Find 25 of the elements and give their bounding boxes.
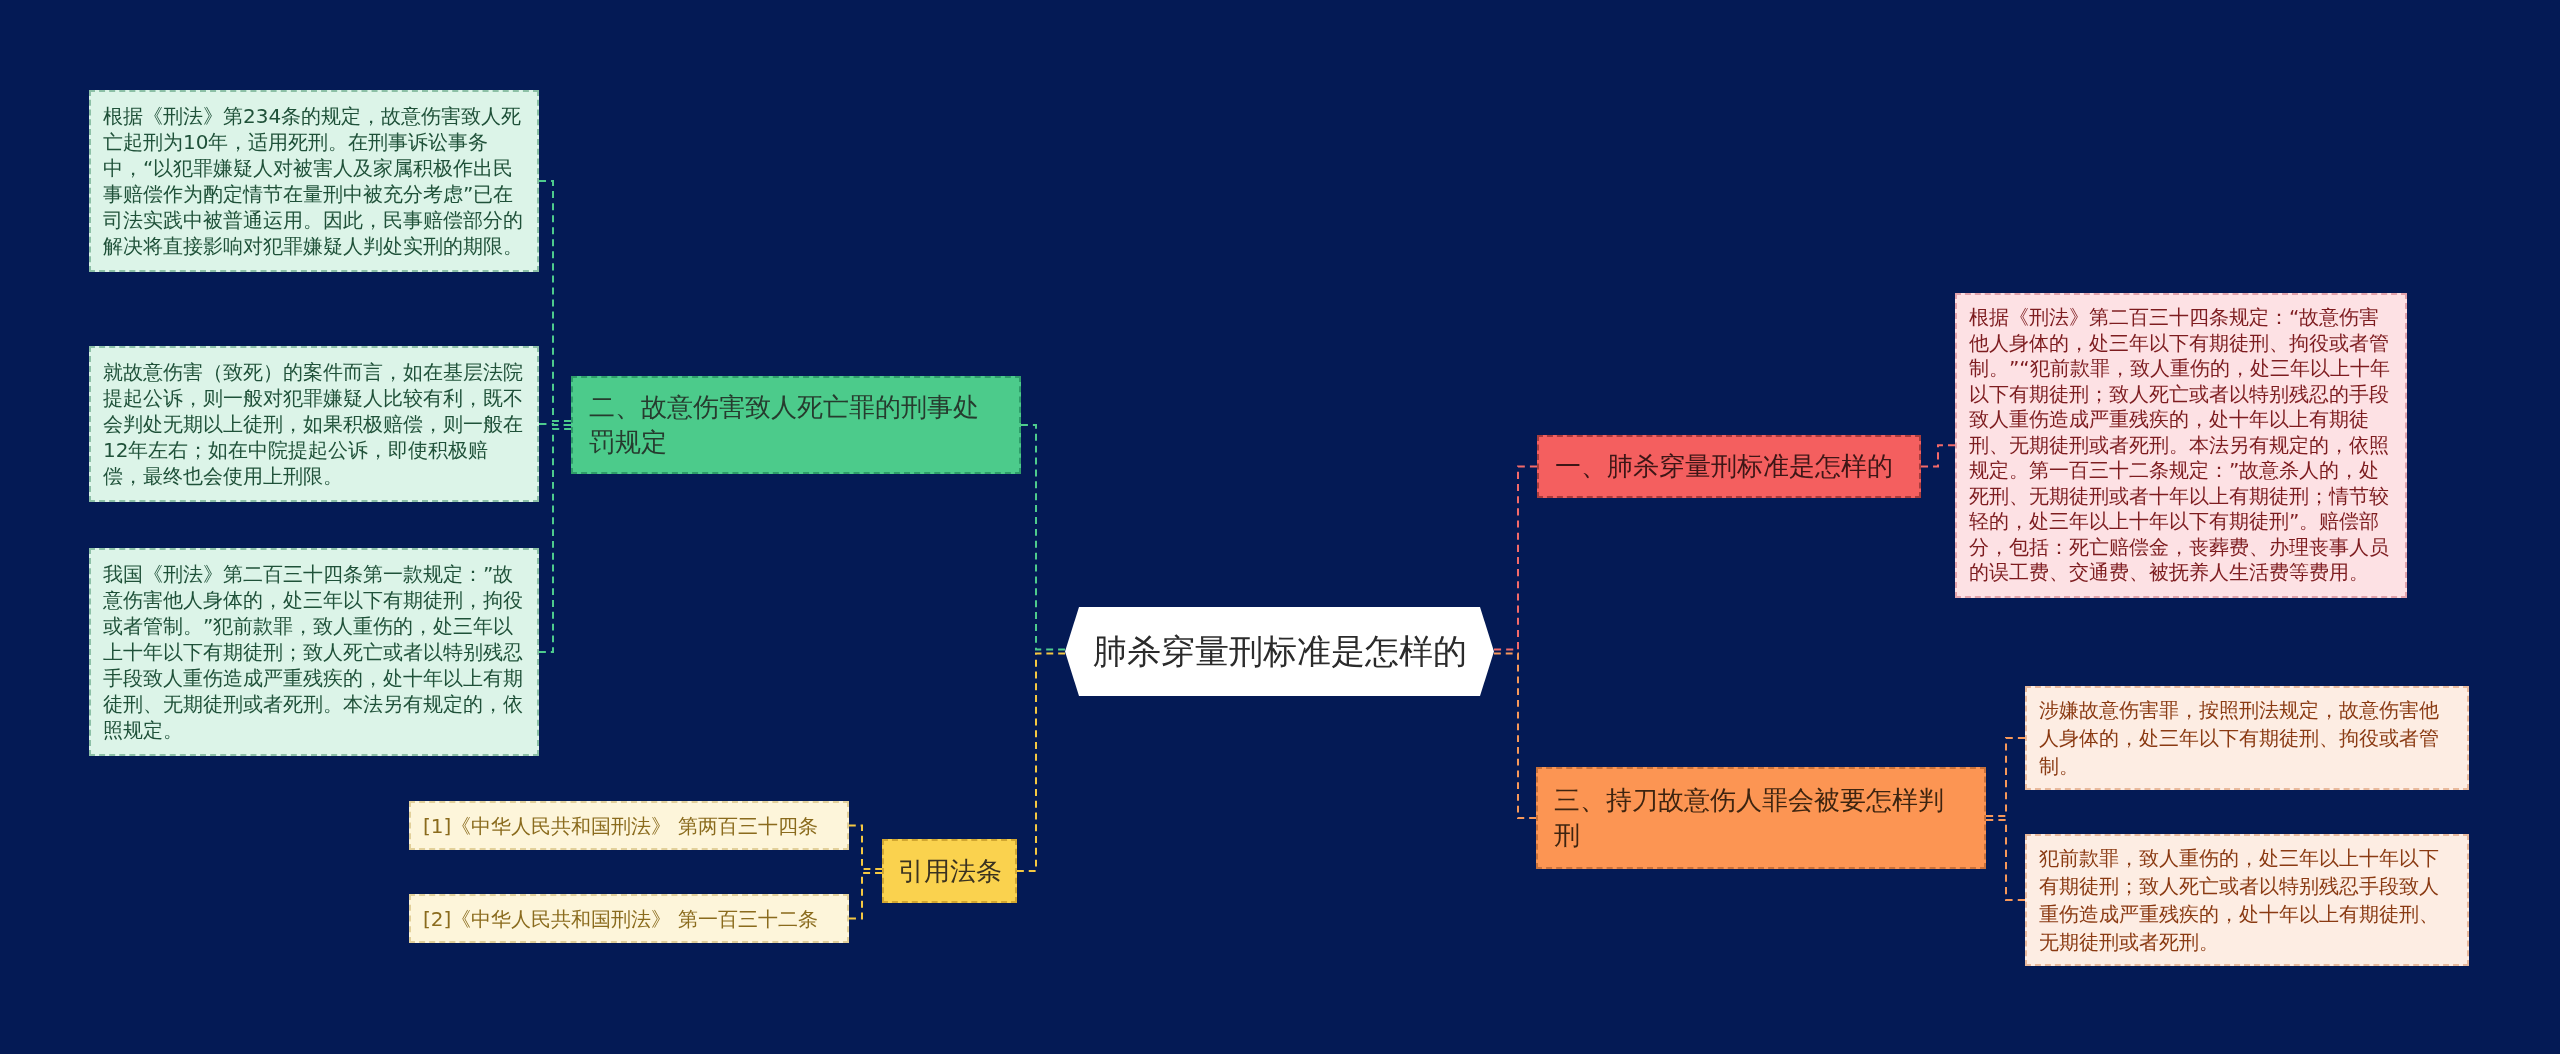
connector-line [1493, 465, 1538, 651]
note-card: 我国《刑法》第二百三十四条第一款规定：”故意伤害他人身体的，处三年以下有期徒刑，拘役或者管制。”犯前款罪，致人重伤的，处三年以上十年以下有期徒刑；致人死亡或者以特别残忍手段致人重伤造成严重残疾的，处十年以上有期徒刑、无期徒刑或者死刑。本法另有规定的，依照规定。 [89, 548, 539, 756]
connector-line [1985, 737, 2026, 817]
connector-line [848, 824, 883, 870]
note-card: 涉嫌故意伤害罪，按照刑法规定，故意伤害他人身体的，处三年以下有期徒刑、拘役或者管制。 [2025, 686, 2469, 790]
connector-line [1985, 819, 2026, 901]
connector-line [538, 180, 572, 422]
note-card: 就故意伤害（致死）的案件而言，如在基层法院提起公诉，则一般对犯罪嫌疑人比较有利，既不会判处无期以上徒刑，如果积极赔偿，则一般在12年左右；如在中院提起公诉，即使积极赔偿，最终也会使用上刑限。 [89, 346, 539, 502]
topic-card: 三、持刀故意伤人罪会被要怎样判刑 [1536, 767, 1986, 869]
topic-card: 一、肺杀穿量刑标准是怎样的 [1537, 435, 1921, 498]
note-card: 根据《刑法》第二百三十四条规定：“故意伤害他人身体的，处三年以下有期徒刑、拘役或者管制。”“犯前款罪，致人重伤的，处三年以上十年以下有期徒刑；致人死亡或者以特别残忍的手段致人重伤造成严重残疾的，处十年以上有期徒刑、无期徒刑或者死刑。本法另有规定的，依照规定。第一百三十二条规定：”故意杀人的，处死刑、无期徒刑或者十年以上有期徒刑；情节较轻的，处三年以上十年以下有期徒刑”。赔偿部分，包括：死亡赔偿金，丧葬费、办理丧事人员的误工费、交通费、被抚养人生活费等费用。 [1955, 293, 2407, 598]
note-card: 犯前款罪，致人重伤的，处三年以上十年以下有期徒刑；致人死亡或者以特别残忍手段致人重伤造成严重残疾的，处十年以上有期徒刑、无期徒刑或者死刑。 [2025, 834, 2469, 966]
reference-card: [1]《中华人民共和国刑法》 第两百三十四条 [409, 801, 849, 850]
connector-line [1020, 424, 1066, 651]
central-topic: 肺杀穿量刑标准是怎样的 [1065, 607, 1494, 696]
topic-card: 引用法条 [882, 839, 1017, 903]
note-card: 根据《刑法》第234条的规定，故意伤害致人死亡起刑为10年，适用死刑。在刑事诉讼事务中，“以犯罪嫌疑人对被害人及家属积极作出民事赔偿作为酌定情节在量刑中被充分考虑”已在司法实践中被普通运用。因此，民事赔偿部分的解决将直接影响对犯罪嫌疑人判处实刑的期限。 [89, 90, 539, 272]
connector-line [848, 872, 883, 920]
reference-card: [2]《中华人民共和国刑法》 第一百三十二条 [409, 894, 849, 943]
connector-line [538, 423, 572, 426]
connector-line [538, 428, 572, 653]
connector-line [1920, 444, 1956, 468]
connector-line [1493, 652, 1537, 819]
connector-line [1016, 652, 1066, 872]
topic-card: 二、故意伤害致人死亡罪的刑事处罚规定 [571, 376, 1021, 474]
